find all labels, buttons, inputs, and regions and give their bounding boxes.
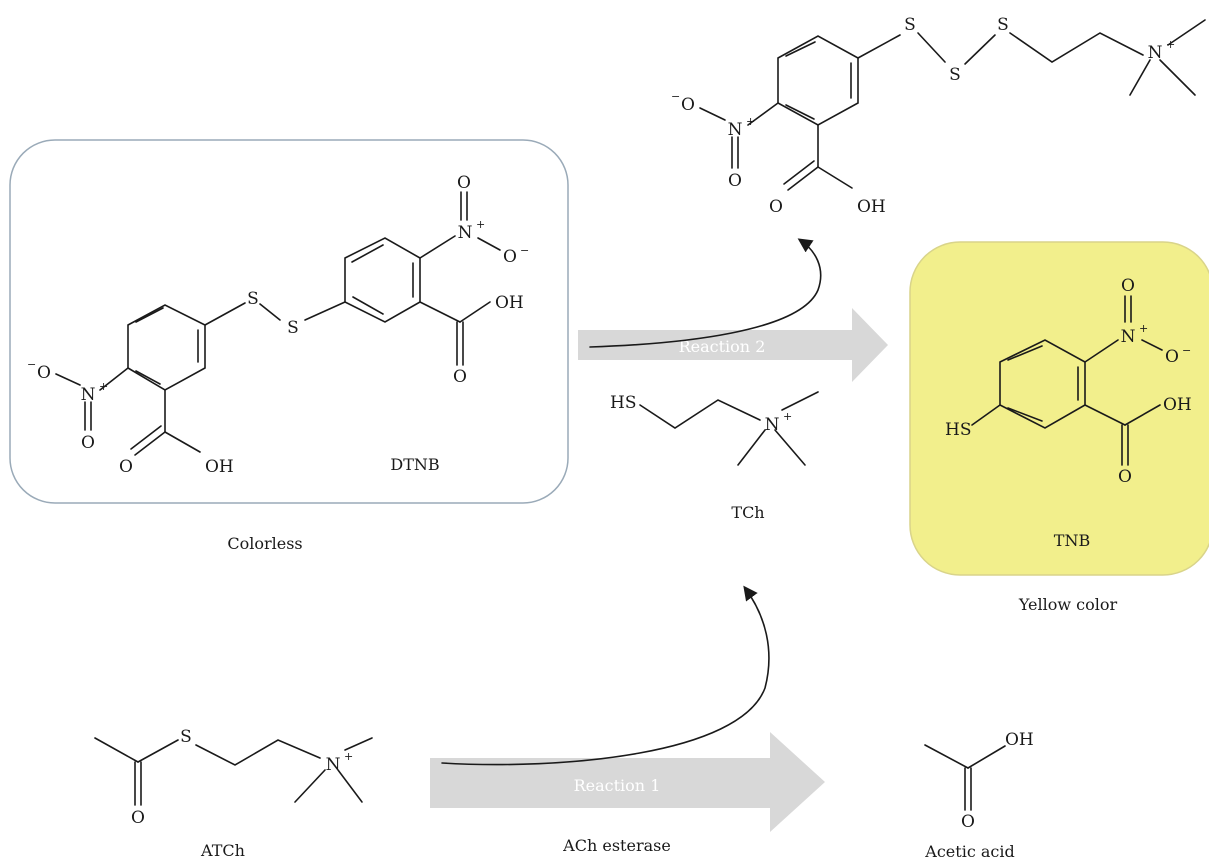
dtnb-box [9, 139, 569, 504]
acetic-acid-molecule: OH O [924, 730, 1034, 832]
tch-label: TCh [731, 503, 764, 522]
atom-o: O [37, 363, 51, 383]
atom-o: O [119, 457, 133, 477]
atom-s: S [904, 15, 916, 35]
atom-hs: HS [945, 420, 971, 440]
charge-plus: + [1139, 322, 1148, 335]
reaction-2-arrow [578, 308, 888, 382]
atom-o: O [769, 197, 783, 217]
charge-minus: − [1182, 344, 1191, 357]
atom-oh: OH [205, 457, 234, 477]
atom-n: N [1148, 43, 1163, 63]
ach-esterase-label: ACh esterase [562, 836, 671, 855]
tnb-box [909, 241, 1209, 576]
atom-s: S [287, 318, 299, 338]
acetic-acid-label: Acetic acid [924, 842, 1014, 861]
atom-oh: OH [495, 293, 524, 313]
charge-plus: + [99, 380, 108, 393]
atom-o: O [728, 171, 742, 191]
atom-n: N [326, 755, 341, 775]
atom-o: O [457, 173, 471, 193]
reaction-1-label: Reaction 1 [574, 776, 661, 795]
atom-n: N [458, 223, 473, 243]
curved-arrow-reaction-2 [589, 238, 822, 348]
atom-n: N [1121, 327, 1136, 347]
yellow-color-label: Yellow color [1018, 595, 1118, 614]
atom-o: O [503, 247, 517, 267]
atom-o: O [681, 95, 695, 115]
atom-oh: OH [1163, 395, 1192, 415]
atom-oh: OH [1005, 730, 1034, 750]
atch-molecule: S N + O [94, 727, 373, 828]
charge-minus: − [671, 90, 680, 103]
dtnb-label: DTNB [390, 455, 439, 474]
atom-n: N [728, 120, 743, 140]
dtnb-molecule: S S N + O − O O OH N + O O − OH O [27, 173, 529, 477]
tnb-label: TNB [1054, 531, 1090, 550]
reaction-1-arrow [430, 732, 825, 832]
atom-hs: HS [610, 393, 636, 413]
atom-s: S [180, 727, 192, 747]
charge-plus: + [1166, 38, 1175, 51]
atom-n: N [765, 415, 780, 435]
curved-arrow-reaction-1 [441, 585, 770, 766]
atom-s: S [949, 65, 961, 85]
atom-n: N [81, 385, 96, 405]
charge-plus: + [783, 410, 792, 423]
atch-label: ATCh [200, 841, 245, 860]
mixed-disulfide-molecule: S S S N + N + O − O O OH [671, 15, 1206, 217]
tch-molecule: HS N + [610, 391, 819, 466]
atom-o: O [961, 812, 975, 832]
atom-oh: OH [857, 197, 886, 217]
charge-plus: + [344, 750, 353, 763]
charge-minus: − [27, 358, 36, 371]
tnb-molecule: HS N + O O − OH O [945, 276, 1192, 487]
reaction-2-label: Reaction 2 [679, 337, 766, 356]
colorless-label: Colorless [227, 534, 302, 553]
atom-o: O [131, 808, 145, 828]
atom-s: S [247, 289, 259, 309]
charge-plus: + [476, 218, 485, 231]
charge-minus: − [520, 244, 529, 257]
atom-o: O [1121, 276, 1135, 296]
atom-o: O [81, 433, 95, 453]
atom-o: O [1118, 467, 1132, 487]
atom-o: O [453, 367, 467, 387]
atom-o: O [1165, 347, 1179, 367]
atom-s: S [997, 15, 1009, 35]
charge-plus: + [746, 115, 755, 128]
